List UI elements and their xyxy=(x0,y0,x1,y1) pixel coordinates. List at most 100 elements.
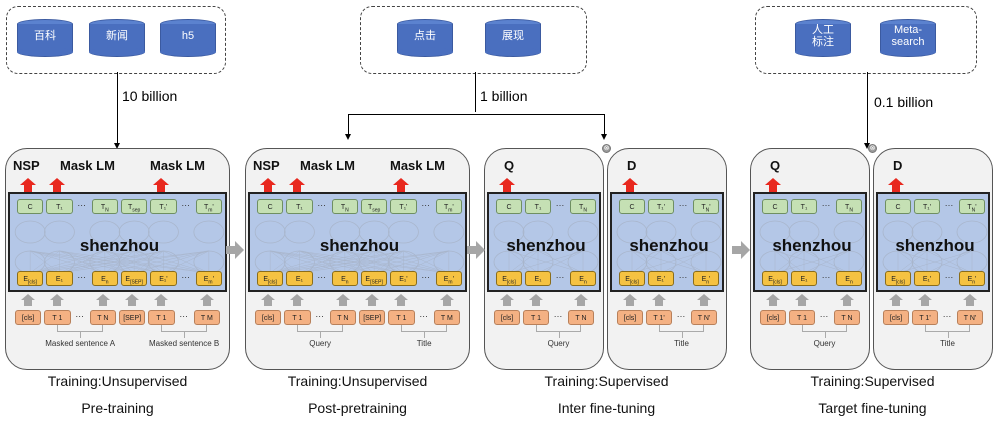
task-head-label: Mask LM xyxy=(60,158,115,173)
input-arrow-icon xyxy=(125,294,140,306)
output-token: T₁ xyxy=(525,199,551,214)
ellipsis-text: … xyxy=(317,270,327,280)
input-arrow-icon xyxy=(95,294,110,306)
neuron-node xyxy=(358,220,390,244)
database-bottom xyxy=(485,47,541,57)
tower-head-label: Q xyxy=(770,158,781,173)
head-output-arrow-icon xyxy=(20,178,37,192)
segment-bracket-stem xyxy=(184,332,186,338)
input-arrow-icon xyxy=(697,294,711,306)
embedding-token: E₁' xyxy=(648,271,674,286)
embedding-token: Em' xyxy=(435,271,462,286)
output-token: Tsep xyxy=(121,199,148,214)
attention-link xyxy=(537,250,584,274)
neuron-node xyxy=(645,220,677,244)
tower-head-label: D xyxy=(893,158,903,173)
embedding-token: En' xyxy=(959,271,985,286)
stage-transition-arrow-icon xyxy=(226,241,244,259)
tower-head-label: D xyxy=(627,158,637,173)
data-source-group xyxy=(6,6,226,74)
input-token: T 1 xyxy=(44,310,71,325)
attention-link xyxy=(508,250,539,274)
input-arrow-icon xyxy=(154,294,169,306)
data-volume-label: 10 billion xyxy=(122,88,178,104)
combine-icon: ⊗ xyxy=(868,144,877,153)
output-token: C xyxy=(885,199,911,214)
combine-icon: ⊗ xyxy=(602,144,611,153)
input-arrow-icon xyxy=(21,294,36,306)
segment-bracket-stem xyxy=(824,332,826,338)
input-arrow-icon xyxy=(365,294,380,306)
input-token: [cls] xyxy=(760,310,786,325)
neuron-node xyxy=(493,220,525,244)
input-token: T M xyxy=(433,310,460,325)
ellipsis-text: … xyxy=(421,270,431,280)
attention-link xyxy=(59,250,164,274)
database-icon: 人工 标注 xyxy=(795,19,851,57)
task-head-label: Mask LM xyxy=(300,158,355,173)
input-token: T N xyxy=(834,310,860,325)
attention-link xyxy=(774,250,805,274)
embedding-token: En xyxy=(91,271,118,286)
stage-training-type: Training:Unsupervised xyxy=(287,373,428,389)
segment-bracket-stem xyxy=(320,332,322,338)
embedding-token: E[cls] xyxy=(496,271,522,286)
attention-link xyxy=(104,250,209,274)
stage-transition-arrow-icon xyxy=(732,241,750,259)
arrow-down-icon xyxy=(601,134,607,140)
embedding-token: E₁' xyxy=(914,271,940,286)
input-arrow-icon xyxy=(889,294,903,306)
neuron-node xyxy=(329,220,361,244)
model-name-label: shenzhou xyxy=(629,236,709,255)
attention-link xyxy=(270,250,345,274)
ellipsis-text: … xyxy=(942,309,952,319)
input-token: T N xyxy=(329,310,356,325)
input-arrow-icon xyxy=(199,294,214,306)
input-token: T 1 xyxy=(789,310,815,325)
embedding-token: E₁' xyxy=(150,271,177,286)
database-label: 百科 xyxy=(34,30,56,42)
ellipsis-text: … xyxy=(555,198,565,208)
ellipsis-text: … xyxy=(676,309,686,319)
output-token: TN xyxy=(91,199,118,214)
output-token: TN xyxy=(570,199,596,214)
head-output-arrow-icon xyxy=(622,178,638,192)
transformer-layers xyxy=(759,220,865,274)
neuron-node xyxy=(14,220,46,244)
task-head-label: NSP xyxy=(13,158,40,173)
database-bottom xyxy=(89,47,145,57)
segment-label: Masked sentence B xyxy=(149,339,220,348)
output-token: Tsep xyxy=(361,199,388,214)
data-volume-label: 1 billion xyxy=(480,88,528,104)
task-head-label: NSP xyxy=(253,158,280,173)
flow-line xyxy=(475,72,476,112)
embedding-token: E₁ xyxy=(46,271,73,286)
ellipsis-text: … xyxy=(77,198,87,208)
transformer-layers xyxy=(14,220,225,274)
head-output-arrow-icon xyxy=(49,178,66,192)
embedding-token: E[cls] xyxy=(17,271,44,286)
input-token: T 1' xyxy=(912,310,938,325)
input-token: [cls] xyxy=(883,310,909,325)
attention-link xyxy=(897,250,973,274)
neuron-node xyxy=(284,220,315,244)
output-token: C xyxy=(496,199,522,214)
ellipsis-text: … xyxy=(821,198,831,208)
stage-training-type: Training:Supervised xyxy=(810,373,935,389)
segment-label: Title xyxy=(940,339,955,348)
transformer-layers xyxy=(882,220,988,274)
data-volume-label: 0.1 billion xyxy=(874,94,934,110)
attention-link xyxy=(299,250,449,274)
database-bottom xyxy=(17,47,73,57)
input-token: T 1 xyxy=(148,310,175,325)
database-icon: 展现 xyxy=(485,19,541,57)
database-icon: 点击 xyxy=(397,19,453,57)
input-arrow-icon xyxy=(261,294,276,306)
embedding-token: En xyxy=(570,271,596,286)
embedding-token: E[SEP] xyxy=(121,271,148,286)
neuron-node xyxy=(433,220,465,244)
